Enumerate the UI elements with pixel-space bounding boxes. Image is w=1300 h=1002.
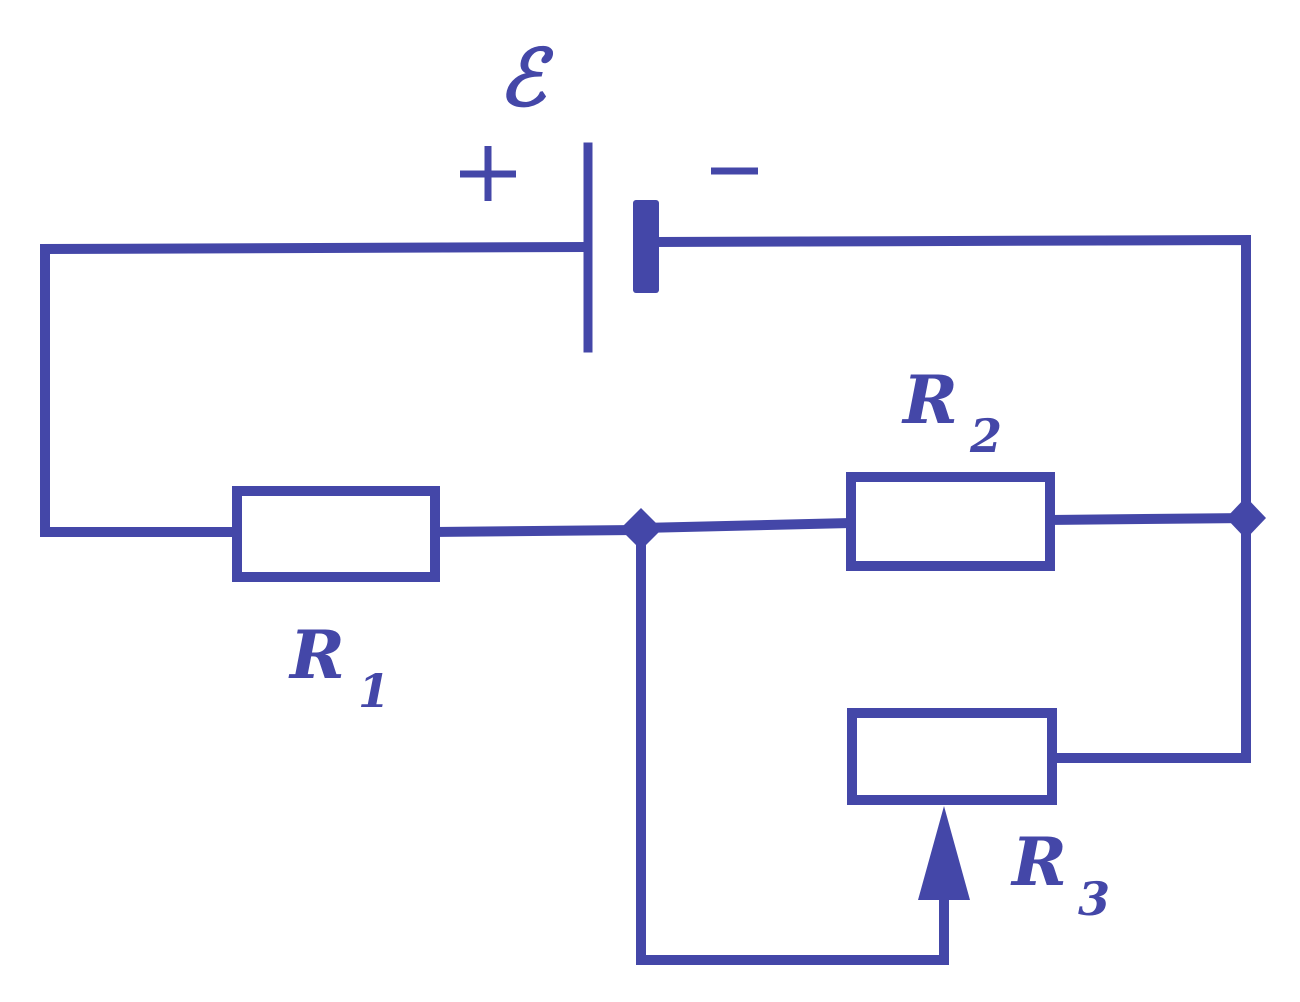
resistor-r2-subscript: 2 — [969, 409, 1002, 463]
resistor-r1-subscript: 1 — [358, 664, 390, 718]
plus-sign: + — [460, 146, 516, 201]
battery — [583, 142, 659, 353]
rheostat-r3-subscript: 3 — [1078, 872, 1110, 926]
wire-r1-to-node-left — [429, 524, 647, 538]
junction-node-right — [1226, 497, 1266, 539]
resistor-r2-label: R — [901, 361, 958, 439]
rheostat-r3 — [847, 708, 1057, 805]
wire-battery-negative-to-right — [651, 234, 1251, 523]
rheostat-r3-label: R — [1010, 823, 1067, 901]
wire-node-right-to-r3 — [1047, 513, 1251, 763]
emf-label: ℰ — [498, 33, 554, 124]
battery-negative-plate — [633, 200, 659, 293]
resistor-r2 — [846, 472, 1055, 571]
wire-node-left-to-r2 — [635, 517, 857, 534]
resistor-r1-label: R — [288, 616, 345, 694]
resistor-r1 — [232, 486, 440, 582]
junction-node-left — [620, 508, 662, 550]
wire-left-loop — [40, 241, 591, 537]
wire-r2-to-node-right — [1044, 512, 1252, 526]
wire-node-left-down-to-slider — [636, 525, 949, 965]
rheostat-slider-arrow — [918, 806, 970, 900]
